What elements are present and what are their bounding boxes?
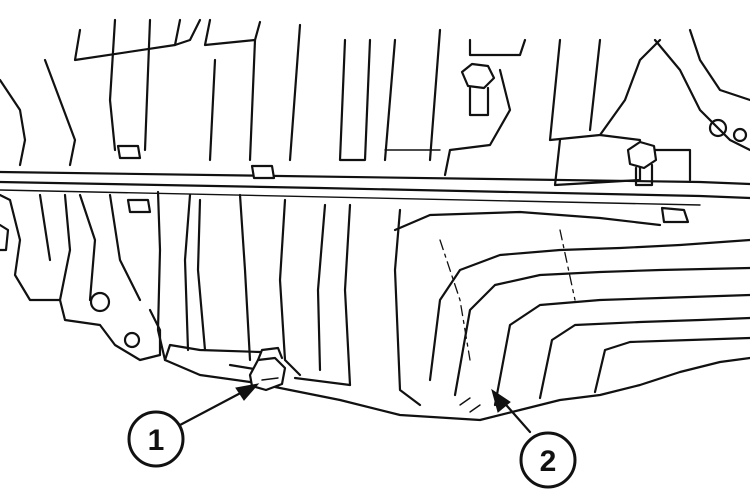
bolt-upper-left <box>460 62 496 117</box>
drain-plug <box>248 346 287 392</box>
flange-nut-top-left <box>116 144 142 160</box>
arrowhead-1 <box>235 383 260 401</box>
leader-arrow-1 <box>178 386 252 427</box>
flange-bolt-right <box>660 206 690 224</box>
callout-1: 1 <box>127 383 260 468</box>
bolt-upper-right <box>626 140 658 187</box>
engine-block <box>0 18 750 187</box>
flange-nut-top-mid <box>250 164 276 180</box>
callout-circle-2 <box>519 431 577 489</box>
callout-circle-1 <box>127 410 185 468</box>
oil-pan <box>156 190 750 422</box>
gasket-flange <box>0 170 750 206</box>
callout-label-1: 1 <box>148 424 165 457</box>
arrowhead-2 <box>491 388 511 413</box>
left-housing <box>0 193 162 362</box>
flange-bolt-left <box>126 198 152 214</box>
callout-label-2: 2 <box>540 445 557 478</box>
callout-2: 2 <box>491 388 577 489</box>
